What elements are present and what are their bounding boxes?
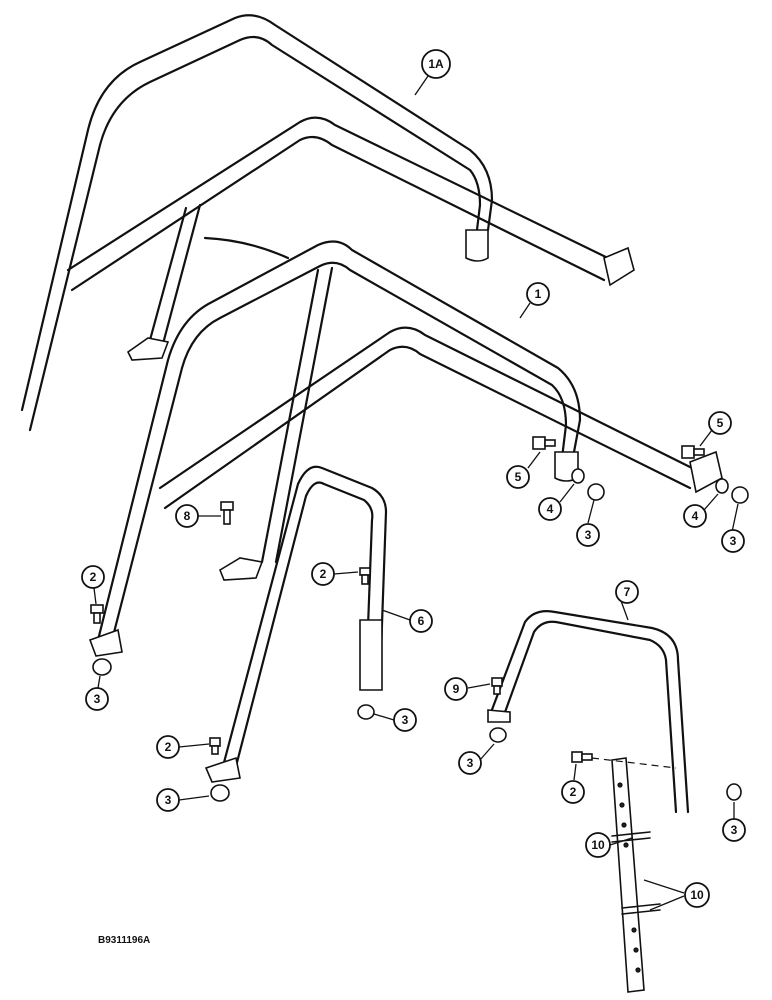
callout-10a: 10: [585, 832, 611, 858]
svg-text:6: 6: [418, 614, 425, 628]
svg-text:2: 2: [320, 567, 327, 581]
svg-text:4: 4: [547, 502, 554, 516]
bolt-5b: [681, 445, 705, 459]
bolt-2b: [359, 567, 371, 585]
callout-3d: 3: [393, 708, 417, 732]
svg-text:3: 3: [731, 823, 738, 837]
callout-3e: 3: [458, 751, 482, 775]
callout-1: 1: [526, 282, 550, 306]
callout-2a: 2: [81, 565, 105, 589]
nut-3a: [587, 483, 605, 501]
callout-4b: 4: [683, 504, 707, 528]
svg-text:5: 5: [515, 470, 522, 484]
svg-text:3: 3: [165, 793, 172, 807]
nut-3c: [92, 658, 112, 676]
part-7-strap: [487, 610, 690, 814]
svg-text:8: 8: [184, 509, 191, 523]
svg-text:2: 2: [165, 740, 172, 754]
hardware: [90, 436, 749, 802]
nut-3e: [489, 727, 507, 743]
callout-1a: 1A: [421, 49, 451, 79]
svg-text:5: 5: [717, 416, 724, 430]
bolt-9: [491, 677, 503, 695]
svg-text:3: 3: [94, 692, 101, 706]
svg-text:3: 3: [402, 713, 409, 727]
callout-3f: 3: [156, 788, 180, 812]
frame-1a: [20, 14, 635, 432]
svg-text:3: 3: [730, 534, 737, 548]
callout-3c: 3: [85, 687, 109, 711]
leader-lines: [93, 75, 739, 911]
callout-7: 7: [615, 580, 639, 604]
svg-text:2: 2: [90, 570, 97, 584]
svg-text:2: 2: [570, 785, 577, 799]
bolt-5a: [532, 436, 556, 450]
nut-3b: [731, 486, 749, 504]
bolt-8: [220, 501, 234, 525]
svg-text:1: 1: [535, 287, 542, 301]
figure-reference: B9311196A: [98, 935, 151, 946]
bolt-2d: [571, 751, 593, 763]
washer-4a: [571, 468, 585, 484]
callout-2c: 2: [156, 735, 180, 759]
callout-4a: 4: [538, 497, 562, 521]
svg-text:3: 3: [467, 756, 474, 770]
bolt-2c: [209, 737, 221, 755]
nut-3g: [726, 783, 742, 801]
svg-text:4: 4: [692, 509, 699, 523]
svg-text:1A: 1A: [428, 57, 444, 71]
part-10-strap: [591, 757, 677, 993]
callout-2d: 2: [561, 780, 585, 804]
nut-3d: [357, 704, 375, 720]
callout-3b: 3: [721, 529, 745, 553]
callout-8: 8: [175, 504, 199, 528]
callout-5b: 5: [708, 411, 732, 435]
svg-text:3: 3: [585, 528, 592, 542]
nut-3f: [210, 784, 230, 802]
callout-6: 6: [409, 609, 433, 633]
svg-text:7: 7: [624, 585, 631, 599]
callout-3a: 3: [576, 523, 600, 547]
svg-text:9: 9: [453, 682, 460, 696]
callout-2b: 2: [311, 562, 335, 586]
callout-5a: 5: [506, 465, 530, 489]
callout-9: 9: [444, 677, 468, 701]
svg-text:10: 10: [690, 888, 704, 902]
callout-10b: 10: [684, 882, 710, 908]
frame-1: [88, 240, 723, 657]
callout-3g: 3: [722, 818, 746, 842]
washer-4b: [715, 478, 729, 494]
part-6-bar: [204, 465, 388, 783]
bolt-2a: [90, 604, 104, 624]
svg-text:10: 10: [591, 838, 605, 852]
